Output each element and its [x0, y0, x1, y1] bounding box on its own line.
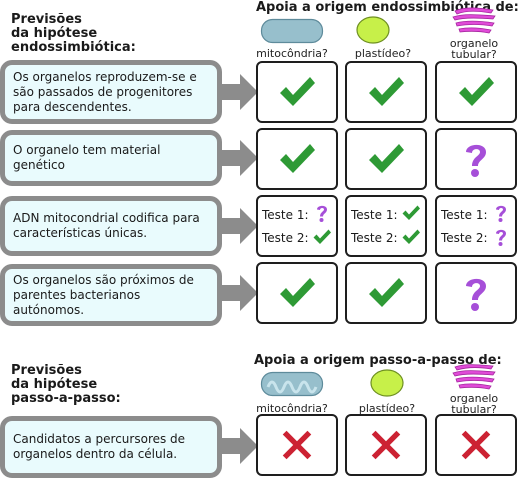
arrow-right-icon	[222, 74, 258, 110]
cell-r2-c3	[435, 128, 517, 190]
checkmark-icon	[277, 72, 317, 116]
test2-label: Teste 2:	[262, 231, 309, 245]
checkmark-icon	[401, 227, 421, 251]
prediction-box-3: ADN mitocondrial codifica para caracterí…	[0, 196, 222, 256]
step-left-title-line-2: da hipótese	[11, 377, 98, 392]
label-line: tubular?	[451, 48, 497, 61]
cell-r5-c3	[435, 414, 517, 476]
label-line: mitocôndria?	[256, 47, 328, 60]
checkmark-icon	[312, 227, 332, 251]
checkmark-icon	[366, 273, 406, 317]
test1-label: Teste 1:	[441, 208, 488, 222]
prediction-box-4: Os organelos são próximos de parentes ba…	[0, 264, 222, 326]
endo-left-title: Previsões da hipótese endossimbiótica:	[11, 13, 136, 55]
endo-right-title: Apoia a origem endossimbiótica de:	[256, 0, 519, 15]
checkmark-icon	[366, 139, 406, 183]
prediction-text-3: ADN mitocondrial codifica para caracterí…	[13, 211, 200, 240]
cell-r4-c3	[435, 262, 517, 324]
plastid-icon	[356, 16, 390, 44]
cross-icon	[457, 426, 495, 468]
test1-line: Teste 1:	[351, 209, 398, 221]
prediction-text-2: O organelo tem material genético	[13, 143, 161, 172]
question-mark-icon	[491, 227, 511, 251]
endo-organelle-label-1: mitocôndria?	[252, 48, 332, 59]
test1-line: Teste 1:	[262, 209, 309, 221]
arrow-right-icon	[222, 208, 258, 244]
checkmark-icon	[277, 273, 317, 317]
endo-left-title-line-3: endossimbiótica:	[11, 40, 136, 55]
prediction-text-5: Candidatos a percursores de organelos de…	[13, 432, 186, 461]
test1-line: Teste 1:	[441, 209, 488, 221]
step-organelle-label-3: organelo tubular?	[434, 393, 514, 415]
label-line: plastídeo?	[354, 47, 412, 60]
test1-label: Teste 1:	[351, 208, 398, 222]
checkmark-icon	[277, 139, 317, 183]
step-right-title: Apoia a origem passo-a-passo de:	[254, 353, 502, 368]
checkmark-icon	[456, 72, 496, 116]
cell-r1-c2	[345, 61, 427, 123]
label-line: organelo	[449, 392, 499, 405]
question-mark-icon	[491, 203, 511, 227]
cell-r4-c2	[345, 262, 427, 324]
endo-organelle-label-2: plastídeo?	[343, 48, 423, 59]
step-organelle-label-2: plastídeo?	[347, 403, 427, 414]
test2-line: Teste 2:	[351, 232, 398, 244]
cell-r3-c3: Teste 1: Teste 2:	[435, 195, 517, 257]
prediction-box-2: O organelo tem material genético	[0, 130, 222, 186]
plastid-icon	[370, 369, 404, 397]
cell-r3-c2: Teste 1: Teste 2:	[345, 195, 427, 257]
prediction-text-1: Os organelos reproduzem-se e são passado…	[13, 69, 197, 114]
test1-label: Teste 1:	[262, 208, 309, 222]
arrow-right-icon	[222, 140, 258, 176]
test2-line: Teste 2:	[262, 232, 309, 244]
test2-label: Teste 2:	[441, 231, 488, 245]
mitochondrion-cristae-icon	[260, 371, 324, 397]
prediction-box-1: Os organelos reproduzem-se e são passado…	[0, 60, 222, 124]
test2-label: Teste 2:	[351, 231, 398, 245]
cross-icon	[367, 426, 405, 468]
step-left-title-line-1: Previsões	[11, 363, 82, 378]
endo-left-title-line-2: da hipótese	[11, 26, 98, 41]
question-mark-icon	[312, 203, 332, 227]
label-line: tubular?	[451, 403, 497, 416]
step-left-title: Previsões da hipótese passo-a-passo:	[11, 364, 121, 406]
cell-r5-c1	[256, 414, 338, 476]
step-organelle-label-1: mitocôndria?	[252, 403, 332, 414]
checkmark-icon	[366, 72, 406, 116]
endo-left-title-line-1: Previsões	[11, 12, 82, 27]
cell-r3-c1: Teste 1: Teste 2:	[256, 195, 338, 257]
cell-r2-c2	[345, 128, 427, 190]
mitochondrion-icon	[260, 18, 324, 44]
prediction-box-5: Candidatos a percursores de organelos de…	[0, 416, 222, 478]
cell-r1-c3	[435, 61, 517, 123]
question-mark-icon	[456, 273, 496, 317]
label-line: organelo	[449, 37, 499, 50]
cell-r1-c1	[256, 61, 338, 123]
cell-r4-c1	[256, 262, 338, 324]
tubular-organelle-icon	[452, 7, 496, 34]
test2-line: Teste 2:	[441, 232, 488, 244]
cross-icon	[278, 426, 316, 468]
cell-r2-c1	[256, 128, 338, 190]
cell-r5-c2	[345, 414, 427, 476]
label-line: plastídeo?	[358, 402, 416, 415]
prediction-text-4: Os organelos são próximos de parentes ba…	[13, 272, 194, 317]
checkmark-icon	[401, 203, 421, 227]
arrow-right-icon	[222, 428, 258, 464]
question-mark-icon	[456, 139, 496, 183]
arrow-right-icon	[222, 275, 258, 311]
label-line: mitocôndria?	[256, 402, 328, 415]
endo-organelle-label-3: organelo tubular?	[434, 38, 514, 60]
tubular-organelle-icon	[452, 364, 496, 390]
step-left-title-line-3: passo-a-passo:	[11, 391, 121, 406]
